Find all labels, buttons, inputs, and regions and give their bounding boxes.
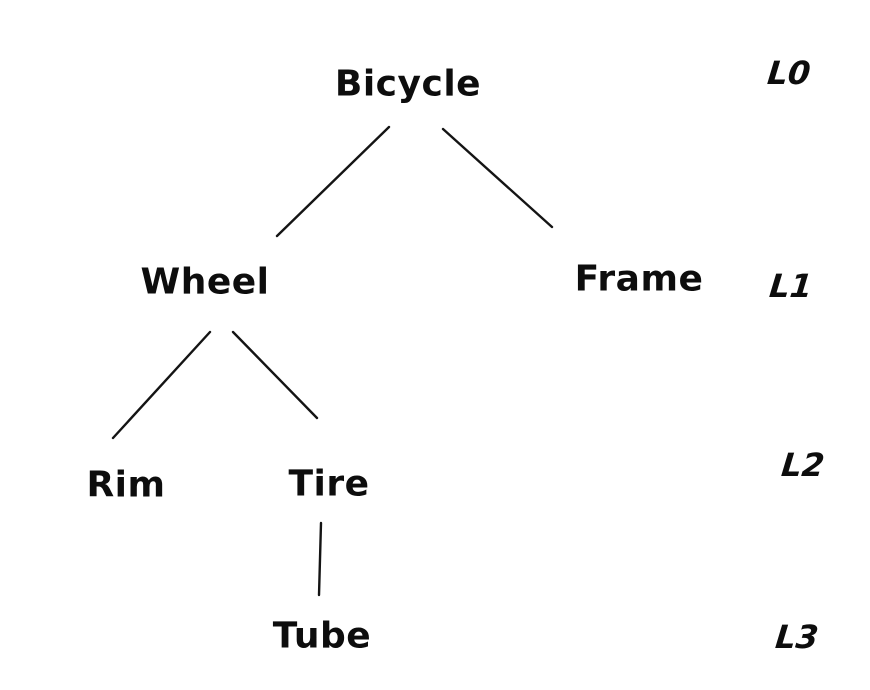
node-tube: Tube <box>272 615 372 657</box>
node-bicycle: Bicycle <box>334 63 482 105</box>
level-label-l0: L0 <box>765 54 813 92</box>
edge-wheel-tire <box>231 330 319 420</box>
edge-bicycle-wheel <box>275 125 391 238</box>
edge-bicycle-frame <box>441 127 554 229</box>
level-label-l2: L2 <box>779 446 827 484</box>
node-rim: Rim <box>86 464 166 506</box>
level-label-l1: L1 <box>767 267 815 305</box>
level-label-l3: L3 <box>773 618 821 656</box>
node-tire: Tire <box>288 463 370 505</box>
node-wheel: Wheel <box>140 261 270 303</box>
node-frame: Frame <box>574 258 704 300</box>
edge-wheel-rim <box>111 330 212 440</box>
edge-tire-tube <box>317 521 323 597</box>
